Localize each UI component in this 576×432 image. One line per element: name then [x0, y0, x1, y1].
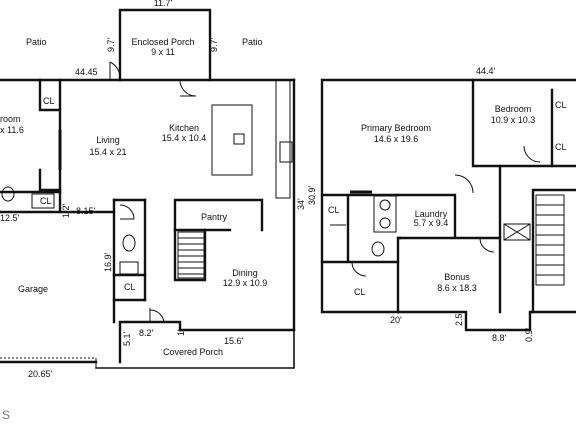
stove	[279, 141, 293, 163]
enclosed-porch-name: Enclosed Porch	[131, 37, 195, 47]
dim-porch-side-right: 9.7'	[209, 37, 219, 52]
door-swing-bonus	[479, 237, 495, 253]
stairs-main	[177, 231, 205, 279]
wall-upper-laundry	[396, 193, 502, 240]
dim-right-side: 34'	[296, 198, 306, 210]
bedroom-right-size: 10.9 x 10.3	[490, 115, 536, 125]
patio-right-label: Patio	[242, 37, 263, 47]
closet-label: CL	[354, 287, 366, 297]
patio-left-label: Patio	[26, 37, 47, 47]
dim-porch-step-v: 5.1'	[122, 331, 132, 346]
stair-treads-upper	[536, 204, 564, 276]
door-swing-porch	[109, 61, 121, 81]
wall-stair	[173, 228, 207, 282]
bedroom-left-name: room	[0, 114, 21, 124]
dim-upper-height: 30.9'	[307, 185, 317, 205]
dim-upper-width: 44.4'	[476, 66, 496, 76]
closet-label: CL	[555, 142, 567, 152]
bedroom-left-size: x 11.6	[0, 125, 24, 135]
dim-garage-width: 20.65'	[28, 369, 53, 379]
dim-top-width: 11.7'	[153, 0, 173, 8]
sink-hall	[119, 261, 139, 275]
kitchen-name: Kitchen	[168, 123, 200, 133]
dim-hall-height: 16.9'	[103, 252, 113, 272]
toilet-left	[1, 186, 15, 202]
dim-hall-small: 1.2'	[61, 203, 71, 218]
living-size: 15.4 x 21	[89, 147, 127, 157]
pantry-label: Pantry	[200, 212, 228, 222]
washer-dryer	[373, 195, 397, 233]
dim-bath-width: 12.5'	[0, 213, 20, 223]
dim-upper-step-w: 8.8'	[492, 333, 507, 343]
stair-treads-main	[178, 237, 204, 275]
dim-upper-right-small: 0.9'	[524, 327, 534, 342]
dim-porch-width: 15.6'	[224, 336, 244, 346]
primary-bedroom-size: 14.6 x 19.6	[373, 134, 419, 144]
dim-porch-step-small: 1'	[176, 329, 186, 336]
attic-hatch	[503, 223, 531, 241]
door-swing-bed	[523, 145, 541, 163]
laundry-name: Laundry	[414, 209, 448, 219]
dining-size: 12.9 x 10.9	[222, 278, 268, 288]
door-swing-living	[179, 79, 197, 97]
door-swing-bath	[351, 261, 367, 277]
wall-upper-bath	[320, 193, 400, 264]
closet-label: CL	[40, 196, 52, 206]
door-swing-dining	[149, 308, 165, 323]
dim-porch-step-h: 8.2'	[139, 328, 154, 338]
enclosed-porch-size: 9 x 11	[151, 47, 175, 57]
closet-label: CL	[328, 205, 340, 215]
garage-label: Garage	[18, 284, 49, 294]
dim-porch-side-left: 9.7'	[106, 37, 116, 52]
door-swing-primary	[454, 174, 474, 194]
wall-upper-bottom	[396, 310, 576, 332]
dim-main-width-top: 44.45	[75, 67, 98, 77]
bonus-name: Bonus	[444, 272, 470, 282]
sink-left	[31, 193, 55, 209]
dim-hall-width: 8.15'	[76, 206, 96, 216]
wall-porch-bottom	[95, 329, 295, 369]
closet-label: CL	[43, 96, 55, 106]
toilet-hall	[122, 234, 136, 252]
bedroom-right-name: Bedroom	[494, 104, 532, 114]
kitchen-size: 15.4 x 10.4	[161, 133, 207, 143]
toilet-upper	[371, 241, 385, 257]
wall-hall-cl	[112, 273, 147, 302]
footer-letter: S	[2, 408, 11, 422]
stairs-upper	[535, 194, 565, 286]
living-name: Living	[96, 135, 120, 145]
closet-label: CL	[555, 100, 567, 110]
covered-porch-label: Covered Porch	[163, 347, 224, 357]
door-swing-hall	[119, 204, 135, 220]
laundry-size: 5.7 x 9.4	[413, 218, 449, 228]
kitchen-island	[211, 104, 253, 176]
wall-enclosed-porch	[118, 8, 212, 82]
counter-right	[275, 79, 291, 199]
dim-upper-bottom: 20'	[390, 315, 402, 325]
bonus-size: 8.6 x 18.3	[437, 283, 477, 293]
primary-bedroom-name: Primary Bedroom	[360, 123, 432, 133]
closet-label: CL	[124, 282, 136, 292]
kitchen-sink	[233, 133, 245, 145]
dining-name: Dining	[232, 268, 258, 278]
dim-upper-step: 2.5'	[454, 311, 464, 326]
wall-upper-primary	[471, 78, 576, 168]
wall-cl-left	[38, 78, 62, 192]
wall-upper-stair	[531, 188, 576, 314]
